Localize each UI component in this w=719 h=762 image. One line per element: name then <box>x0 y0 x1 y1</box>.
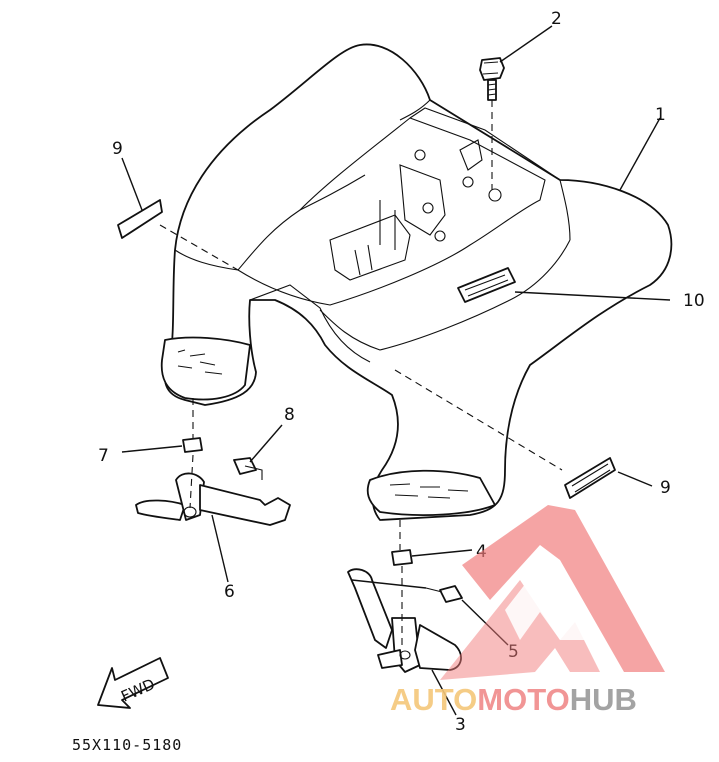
watermark-moto: MOTO <box>477 682 569 717</box>
nut-4 <box>391 549 413 566</box>
watermark-auto: AUTO <box>390 682 477 717</box>
callout-3: 3 <box>455 715 466 735</box>
nut-7 <box>182 437 203 453</box>
callout-2: 2 <box>551 9 562 29</box>
callout-9-right: 9 <box>660 478 671 498</box>
svg-text:AUTOMOTOHUB: AUTOMOTOHUB <box>390 682 637 717</box>
callout-labels: 2 1 9 10 8 7 9 4 6 5 3 <box>98 9 705 735</box>
callout-5: 5 <box>508 642 519 662</box>
watermark: AUTOMOTOHUB <box>390 505 665 717</box>
bolt-8 <box>233 457 263 480</box>
bolt-2 <box>479 57 505 101</box>
decal-9-left <box>117 199 163 239</box>
callout-1: 1 <box>655 105 666 125</box>
leader-lines <box>121 25 671 716</box>
callout-9-left: 9 <box>112 139 123 159</box>
callout-10: 10 <box>683 291 705 311</box>
fwd-arrow-icon: FWD <box>97 657 169 709</box>
watermark-hub: HUB <box>570 682 637 717</box>
bolt-5 <box>425 585 463 603</box>
rear-fender <box>160 43 673 521</box>
decal-9-right <box>564 457 616 499</box>
callout-7: 7 <box>98 446 109 466</box>
bracket-3 <box>347 568 462 673</box>
callout-6: 6 <box>224 582 235 602</box>
part-code: 55X110-5180 <box>72 736 182 754</box>
watermark-logo-icon <box>440 505 665 680</box>
bracket-6 <box>135 472 291 526</box>
callout-8: 8 <box>284 405 295 425</box>
